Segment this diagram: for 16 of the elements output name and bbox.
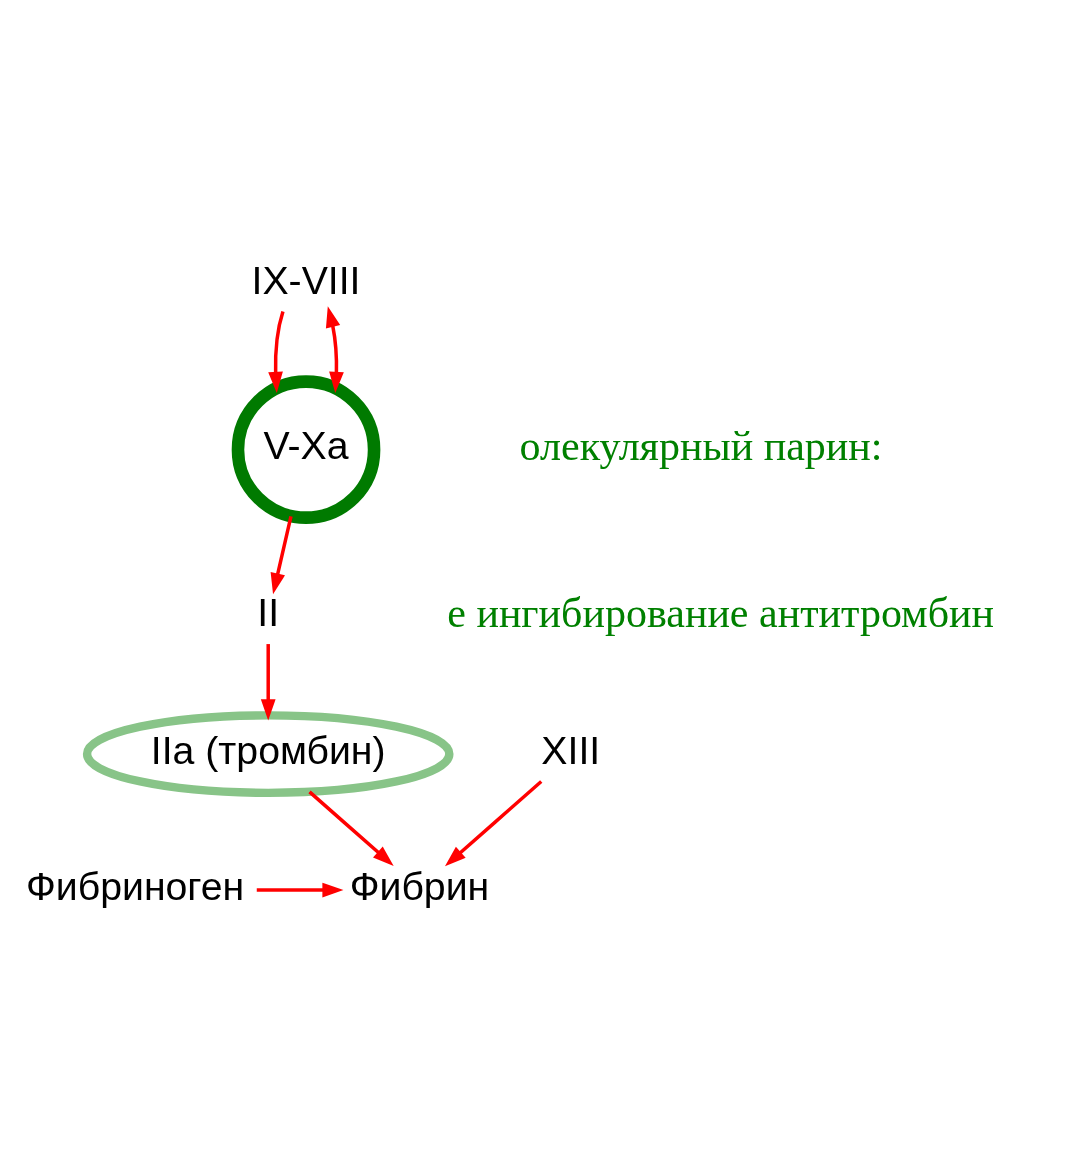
arrow <box>256 882 344 898</box>
arrow <box>270 516 293 595</box>
arrow <box>308 790 394 866</box>
arrow <box>260 644 276 721</box>
arrow <box>268 311 285 393</box>
arrow <box>325 306 344 393</box>
node-text: XIII <box>541 727 601 772</box>
arrow <box>444 780 543 867</box>
label: олекулярный парин: <box>519 423 883 470</box>
node-circle: V-Xa <box>231 375 381 524</box>
node-text: IX-VIII <box>251 257 361 302</box>
node-text: Фибриноген <box>25 863 245 908</box>
node-ellipse: IIa (тромбин) <box>82 711 454 798</box>
node-text: II <box>257 590 280 635</box>
label: е ингибирование антитромбин <box>447 590 995 637</box>
node-text: Фибрин <box>349 863 490 908</box>
